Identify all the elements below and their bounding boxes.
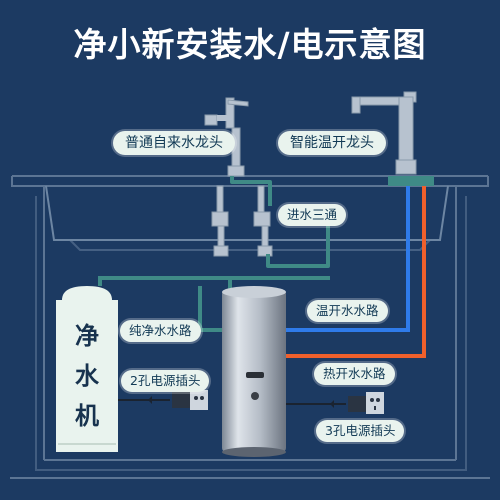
label-tee-valve: 进水三通 xyxy=(278,204,347,226)
label-pure-water-line: 纯净水水路 xyxy=(120,320,201,342)
purifier-link-pipe xyxy=(98,276,232,300)
page-title: 净小新安装水/电示意图 xyxy=(73,25,427,64)
power-3pin xyxy=(286,392,384,414)
hot-water-pipe xyxy=(282,186,426,358)
purifier-char-2: 水 xyxy=(75,362,99,390)
label-2pin-socket: 2孔电源插头 xyxy=(121,370,210,392)
label-tap-water-faucet: 普通自来水龙头 xyxy=(113,131,235,155)
ordinary-faucet xyxy=(204,97,249,177)
sink-basin xyxy=(45,185,449,251)
pure-water-pipe xyxy=(98,176,330,332)
purifier-char-3: 机 xyxy=(75,402,99,430)
heater-unit xyxy=(222,286,286,457)
angle-valves xyxy=(211,185,273,257)
smart-faucet xyxy=(351,91,417,175)
purifier-char-1: 净 xyxy=(75,322,99,350)
tap-base-connector xyxy=(388,176,434,186)
label-smart-faucet: 智能温开龙头 xyxy=(278,131,386,155)
power-2pin xyxy=(118,390,208,410)
label-warm-water-line: 温开水水路 xyxy=(307,300,388,322)
label-3pin-socket: 3孔电源插头 xyxy=(316,420,405,442)
warm-water-pipe xyxy=(282,186,410,332)
label-hot-water-line: 热开水水路 xyxy=(314,363,395,385)
purifier-body xyxy=(56,286,118,452)
